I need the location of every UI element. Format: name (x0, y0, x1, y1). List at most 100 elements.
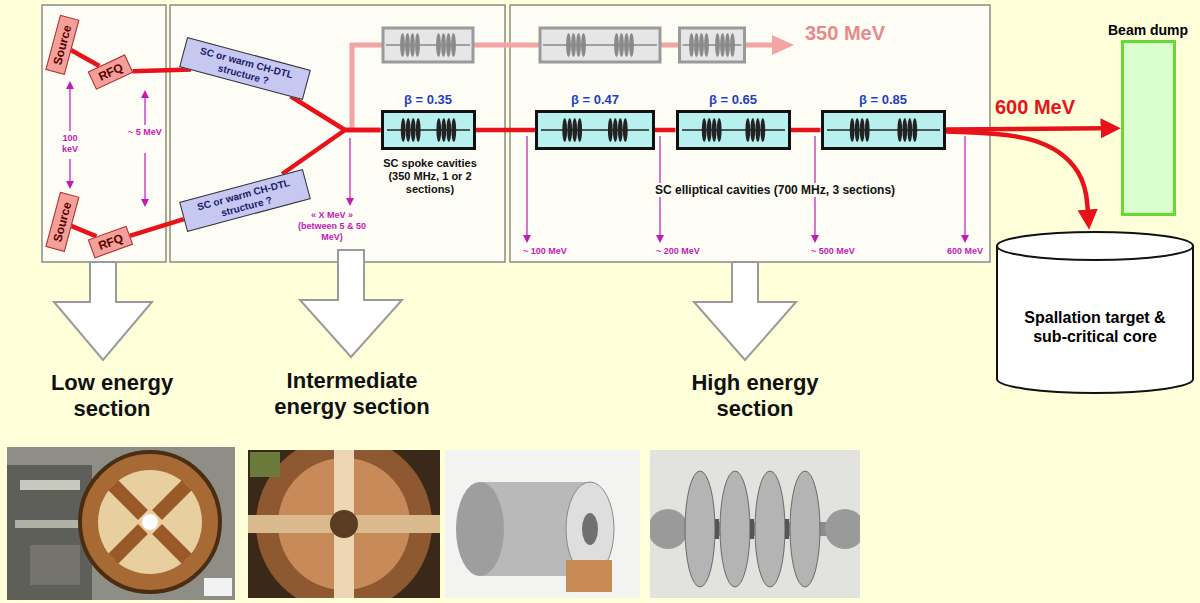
elliptical-cavity-photo (750, 519, 754, 539)
cavity-icon (824, 113, 943, 147)
rfq-photo (7, 447, 235, 600)
spoke-cavity-photo (445, 450, 640, 598)
cavity-icon (577, 118, 582, 142)
beam-dump-box: Beam dump (1108, 22, 1188, 216)
cavity-icon (745, 118, 750, 142)
node-label: Source (50, 24, 74, 67)
rfq-photo (7, 447, 235, 600)
cavity-icon (750, 118, 755, 142)
beam-line (132, 70, 191, 72)
dump-block (1121, 40, 1176, 216)
energy-leader-line (961, 235, 969, 243)
cavity-icon (436, 118, 441, 142)
elliptical-cavity-photo (825, 509, 860, 549)
cavity-icon (701, 118, 706, 142)
section-title: High energy section (660, 370, 850, 423)
cavity-icon (907, 118, 912, 142)
cavity-icon (679, 113, 788, 147)
energy-leader-line (69, 86, 70, 131)
cavity-icon (760, 118, 765, 142)
node-label: RFQ (96, 231, 125, 253)
cavity-icon (384, 113, 473, 147)
spoke-cavity-photo (456, 482, 504, 576)
cavity-icon (541, 129, 649, 131)
section-pointer-arrow (54, 262, 152, 360)
grey-cavity-box (415, 33, 420, 57)
cavity-icon (854, 118, 859, 142)
spallation-target-cylinder: Spallation target & sub-critical core (995, 230, 1195, 395)
cavity-icon (415, 118, 420, 142)
grey-cavity-box (446, 33, 451, 57)
energy-label: « X MeV » (between 5 & 50 MeV) (296, 210, 368, 242)
cavity-icon (706, 118, 711, 142)
node-label: Spallation target & sub-critical core (1020, 308, 1170, 346)
energy-leader-line (656, 235, 664, 243)
energy-label: ~ 200 MeV (656, 246, 700, 257)
ion-source-box: Source (45, 192, 79, 252)
cavity-icon (608, 118, 613, 142)
section-description: SC spoke cavities (350 MHz, 1 or 2 secti… (380, 157, 480, 197)
cavity-icon (567, 118, 572, 142)
cavity-module (821, 110, 946, 150)
grey-cavity-box (715, 33, 720, 57)
elliptical-cavity-photo (685, 471, 715, 587)
cavity-icon (451, 118, 456, 142)
beam-line (655, 128, 676, 133)
spoke-cavity-box: β = 0.35 (381, 92, 476, 150)
section-title: Intermediate energy section (257, 368, 447, 421)
cavity-icon (572, 118, 577, 142)
section-pointer-arrow (54, 250, 796, 360)
energy-leader-line (349, 138, 350, 200)
rfq-photo (152, 480, 192, 520)
energy-leader-line (526, 136, 527, 238)
section-title: Low energy section (25, 370, 200, 423)
node-label: β = 0.65 (709, 92, 757, 107)
grey-cavity-box (680, 28, 745, 62)
energy-leader-line (66, 81, 74, 89)
grey-cavity-box (629, 33, 634, 57)
cavity-icon (441, 118, 446, 142)
grey-cavity-box (383, 28, 745, 62)
beam-line (291, 96, 381, 130)
node-label: Beam dump (1108, 22, 1188, 38)
section-panel (170, 5, 505, 262)
beam-line (946, 132, 1088, 212)
cavity-icon (755, 118, 760, 142)
energy-leader-line (141, 199, 149, 207)
energy-label: ~ 100 MeV (523, 246, 567, 257)
energy-leader-line (346, 198, 354, 206)
cylinder-outline (997, 246, 1193, 393)
elliptical-cavity-photo (720, 471, 750, 587)
beam-line (71, 50, 100, 66)
cavity-icon (682, 129, 785, 131)
grey-cavity-box (624, 33, 629, 57)
beam-line (946, 128, 1103, 129)
cavity-icon (716, 118, 721, 142)
section-description: SC elliptical cavities (700 MHz, 3 secti… (652, 183, 898, 197)
rfq-box: RFQ (87, 226, 133, 259)
energy-label: ~ 500 MeV (811, 246, 855, 257)
grey-cavity-box (383, 28, 473, 62)
rfq-photo (80, 452, 220, 592)
dtl-structure-box: SC or warm CH-DTL structure ? (179, 36, 311, 99)
elliptical-cavity-photo (785, 519, 789, 539)
elliptical-cavity-box: β = 0.85 (821, 92, 946, 150)
rfq-photo (30, 545, 80, 585)
section-panel (42, 5, 990, 262)
branch-energy-label: 350 MeV (805, 22, 885, 45)
cavity-icon (912, 118, 917, 142)
rfq-photo (142, 514, 158, 530)
grey-cavity-box (566, 33, 571, 57)
energy-label: ~ 5 MeV (127, 127, 163, 138)
energy-leader-line (66, 81, 969, 243)
beam-line (282, 130, 380, 174)
elliptical-cavity-photo (790, 471, 820, 587)
energy-leader-line (69, 159, 70, 184)
cavity-icon (618, 118, 623, 142)
node-label: RFQ (96, 60, 125, 83)
grey-cavity-box (405, 33, 410, 57)
cavity-icon (387, 129, 470, 131)
grey-cavity-box (441, 33, 446, 57)
rfq-photo (15, 520, 85, 528)
energy-label: 100 keV (54, 133, 86, 155)
